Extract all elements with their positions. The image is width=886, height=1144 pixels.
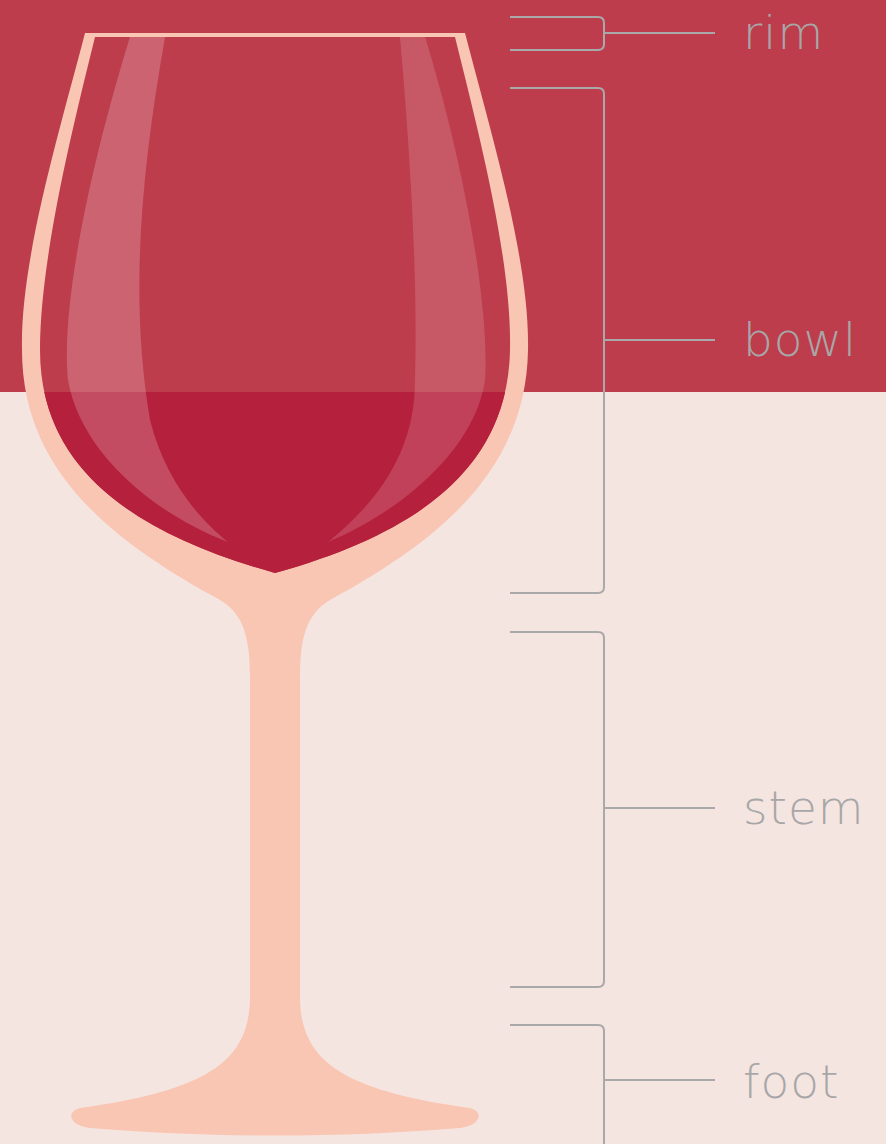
part-label: stem (743, 784, 865, 831)
glass-highlight (67, 37, 228, 542)
wine (40, 392, 510, 573)
rim-bracket (510, 17, 715, 50)
glass-interior (40, 37, 510, 573)
foot-bracket (510, 1025, 715, 1144)
stem-bracket (510, 632, 715, 987)
part-label: bowl (743, 316, 857, 363)
part-brackets (510, 17, 715, 1144)
glass-outline (22, 33, 528, 1136)
part-label: rim (743, 9, 824, 56)
glass-highlight (328, 37, 486, 542)
part-label: foot (743, 1058, 840, 1105)
bowl-bracket (510, 88, 715, 593)
